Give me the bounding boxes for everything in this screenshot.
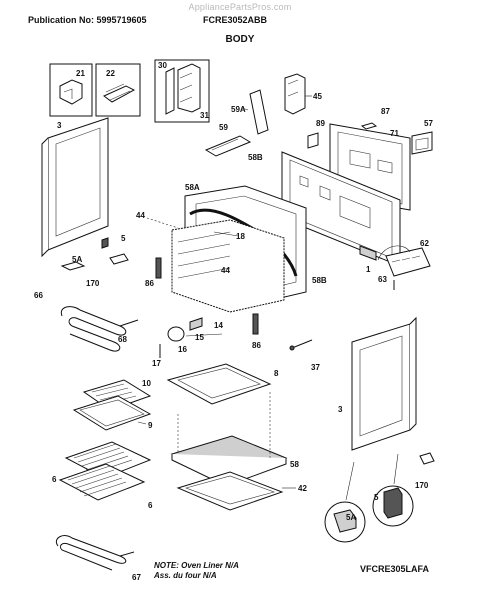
part-66-broil-element[interactable]: 66 68 bbox=[34, 291, 139, 352]
part-87-clip[interactable]: 87 bbox=[360, 107, 390, 130]
callout-6-top: 6 bbox=[52, 475, 57, 484]
model-number: FCRE3052ABB bbox=[203, 15, 268, 25]
part-5a-hinge-right[interactable]: 5A bbox=[324, 501, 366, 543]
note-oven-liner: NOTE: Oven Liner N/A Ass. du four N/A bbox=[154, 561, 239, 581]
part-57-cover[interactable]: 57 bbox=[411, 119, 433, 155]
part-59a-vent[interactable]: 59A bbox=[231, 89, 269, 135]
part-box-22[interactable]: 22 bbox=[95, 63, 141, 117]
callout-42: 42 bbox=[298, 484, 307, 493]
part-86-hinge-receiver-left[interactable]: 86 bbox=[145, 257, 162, 288]
part-oven-liner[interactable] bbox=[171, 219, 285, 313]
callout-1: 1 bbox=[366, 265, 371, 274]
part-44-screws[interactable]: 44 44 bbox=[136, 211, 230, 275]
callout-58a: 58A bbox=[185, 183, 200, 192]
callout-58: 58 bbox=[290, 460, 299, 469]
part-170-bracket-right[interactable]: 170 bbox=[415, 452, 435, 490]
watermark: AppliancePartsPros.com bbox=[188, 2, 292, 12]
part-box-30[interactable]: 30 31 bbox=[154, 59, 210, 123]
callout-22: 22 bbox=[106, 69, 115, 78]
part-67-bake-element[interactable]: 67 bbox=[56, 535, 141, 582]
callout-63: 63 bbox=[378, 275, 387, 284]
part-62-terminal-block[interactable]: 62 bbox=[377, 239, 431, 277]
part-59-duct[interactable]: 59 58B bbox=[204, 123, 263, 162]
part-86-hinge-receiver-mid[interactable]: 86 bbox=[252, 313, 261, 350]
callout-71: 71 bbox=[390, 129, 399, 138]
part-3-door-left[interactable]: 3 bbox=[41, 117, 109, 258]
part-3-door-right[interactable]: 3 bbox=[338, 316, 417, 451]
callout-58b-top: 58B bbox=[248, 153, 263, 162]
note-line-french: Ass. du four N/A bbox=[154, 571, 217, 580]
callout-3-right: 3 bbox=[338, 405, 343, 414]
part-45-control-bracket[interactable]: 45 bbox=[284, 73, 322, 115]
part-5-hinge-left[interactable]: 5 bbox=[101, 234, 126, 249]
callout-66: 66 bbox=[34, 291, 43, 300]
part-16-light-lens[interactable]: 16 bbox=[167, 326, 187, 354]
part-18-screw[interactable]: 18 bbox=[213, 231, 245, 241]
callout-59: 59 bbox=[219, 123, 228, 132]
part-9-broiler-pan[interactable]: 9 bbox=[72, 395, 153, 431]
part-89-bracket[interactable]: 89 bbox=[307, 119, 325, 149]
callout-170-right: 170 bbox=[415, 481, 429, 490]
diagram-code: VFCRE305LAFA bbox=[360, 564, 430, 574]
callout-5a-left: 5A bbox=[72, 255, 82, 264]
callout-6-bottom: 6 bbox=[148, 501, 153, 510]
callout-86-mid: 86 bbox=[252, 341, 261, 350]
callout-170-left: 170 bbox=[86, 279, 100, 288]
callout-8: 8 bbox=[274, 369, 279, 378]
callout-44-left: 44 bbox=[136, 211, 145, 220]
callout-21: 21 bbox=[76, 69, 85, 78]
diagram-title: BODY bbox=[225, 34, 255, 45]
part-8-oven-bottom[interactable]: 8 bbox=[166, 363, 279, 405]
part-15-sensor[interactable]: 15 bbox=[185, 333, 223, 342]
callout-45: 45 bbox=[313, 92, 322, 101]
callout-14: 14 bbox=[214, 321, 223, 330]
callout-37: 37 bbox=[311, 363, 320, 372]
part-box-21[interactable]: 21 bbox=[49, 63, 93, 117]
callout-57: 57 bbox=[424, 119, 433, 128]
part-17-wire[interactable]: 17 bbox=[152, 344, 161, 368]
callout-87: 87 bbox=[381, 107, 390, 116]
callout-59a: 59A bbox=[231, 105, 246, 114]
part-6-oven-rack-bottom[interactable]: 6 bbox=[58, 463, 153, 510]
part-14-light-socket[interactable]: 14 bbox=[189, 317, 223, 331]
callout-58b-mid: 58B bbox=[312, 276, 327, 285]
callout-5a-right: 5A bbox=[346, 513, 356, 522]
callout-68: 68 bbox=[118, 335, 127, 344]
callout-17: 17 bbox=[152, 359, 161, 368]
part-63-screw[interactable]: 63 bbox=[378, 275, 395, 290]
callout-10: 10 bbox=[142, 379, 151, 388]
callout-16: 16 bbox=[178, 345, 187, 354]
part-170-bracket-left[interactable]: 170 bbox=[86, 253, 129, 288]
callout-30: 30 bbox=[158, 61, 167, 70]
callout-44-mid: 44 bbox=[221, 266, 230, 275]
callout-9: 9 bbox=[148, 421, 153, 430]
callout-18: 18 bbox=[236, 232, 245, 241]
note-line-english: NOTE: Oven Liner N/A bbox=[154, 561, 239, 570]
part-42-storage-drawer[interactable]: 42 bbox=[176, 471, 307, 511]
callout-5-left: 5 bbox=[121, 234, 126, 243]
callout-15: 15 bbox=[195, 333, 204, 342]
part-5-hinge-right[interactable]: 5 bbox=[372, 485, 414, 527]
callout-86-left: 86 bbox=[145, 279, 154, 288]
callout-62: 62 bbox=[420, 239, 429, 248]
callout-67: 67 bbox=[132, 573, 141, 582]
callout-3-top: 3 bbox=[57, 121, 62, 130]
part-37-thermostat-probe[interactable]: 37 bbox=[289, 339, 320, 372]
part-5a-hinge-left[interactable]: 5A bbox=[60, 255, 86, 271]
callout-5-right: 5 bbox=[374, 493, 379, 502]
publication-number: Publication No: 5995719605 bbox=[28, 15, 147, 25]
callout-31: 31 bbox=[200, 111, 209, 120]
callout-89: 89 bbox=[316, 119, 325, 128]
